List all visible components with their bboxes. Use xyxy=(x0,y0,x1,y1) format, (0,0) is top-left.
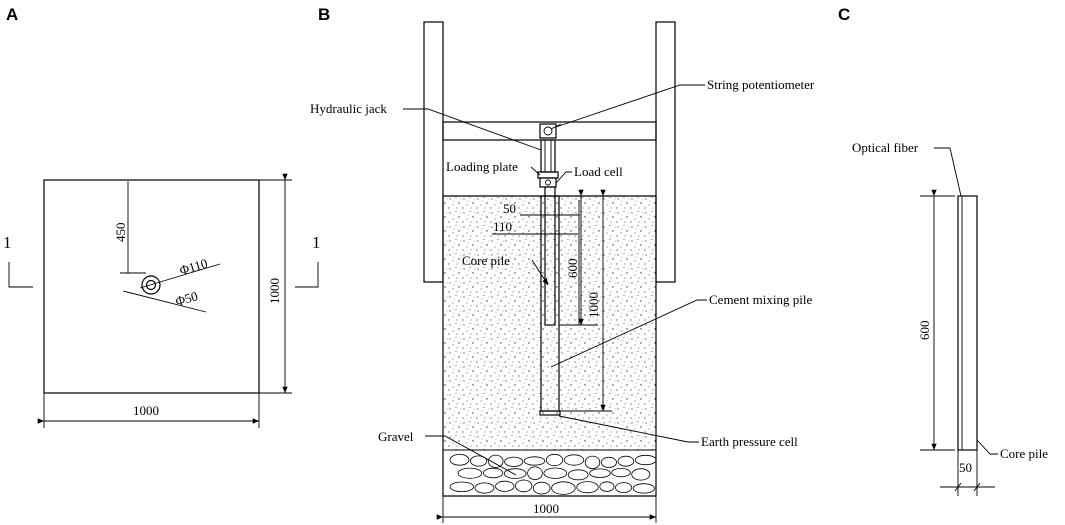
dim-1000-horizontal-text: 1000 xyxy=(533,501,559,516)
gravel-stone xyxy=(449,453,470,466)
tank-plan-outline xyxy=(43,179,260,394)
panel-a-label: A xyxy=(6,5,18,24)
gravel-stone xyxy=(611,467,631,478)
gravel-stone xyxy=(474,482,495,494)
core-pile-c xyxy=(957,195,978,451)
gravel-stone xyxy=(482,467,504,479)
pile-inner-ring xyxy=(145,279,157,291)
panel-c-label: C xyxy=(838,5,850,24)
label-hydraulic-jack: Hydraulic jack xyxy=(310,101,387,116)
dim-phi50-text: Φ50 xyxy=(174,288,200,309)
leader-core-pile-c xyxy=(976,439,998,455)
hydraulic-jack xyxy=(540,139,556,173)
dim-50-text: 50 xyxy=(503,201,516,216)
gravel-stone xyxy=(584,455,601,470)
gravel-stone xyxy=(515,479,533,493)
dim-450-text: 450 xyxy=(113,223,128,243)
panel-b-label: B xyxy=(318,5,330,24)
gravel-stone xyxy=(523,456,546,466)
gravel-stone xyxy=(634,454,657,466)
string-potentiometer-wire xyxy=(550,123,562,130)
loading-plate xyxy=(537,171,559,179)
pile-outer-ring xyxy=(141,275,161,295)
label-loading-plate: Loading plate xyxy=(446,159,518,174)
core-pile xyxy=(544,186,556,326)
leader-cement-mixing-pile xyxy=(550,299,707,368)
label-optical-fiber: Optical fiber xyxy=(852,140,919,155)
load-cell xyxy=(539,177,557,188)
gravel-stone xyxy=(495,480,515,492)
dim-50-c-text: 50 xyxy=(959,460,972,475)
leader-loading-plate xyxy=(530,166,541,176)
gravel-stone xyxy=(589,468,611,478)
gravel-stone xyxy=(632,483,655,494)
label-load-cell: Load cell xyxy=(574,164,623,179)
dim-1000-vertical-text: 1000 xyxy=(586,292,601,318)
gravel-stone xyxy=(457,467,483,479)
gravel-stone xyxy=(567,469,589,481)
dim-width-text: 1000 xyxy=(133,403,159,418)
label-string-potentiometer: String potentiometer xyxy=(707,77,815,92)
dim-50-c-tick-left xyxy=(954,482,962,492)
panel-b: B xyxy=(310,5,815,523)
gravel-stone xyxy=(487,454,504,468)
gravel-stone xyxy=(527,466,543,480)
dim-height-text: 1000 xyxy=(267,278,282,304)
gravel-stone xyxy=(576,481,599,494)
gravel-stone xyxy=(599,481,615,492)
frame-post-right xyxy=(655,21,676,283)
gravel-stone xyxy=(551,481,576,495)
gravel-stone xyxy=(545,453,564,467)
gravel-layer xyxy=(443,450,657,496)
dim-50-c-tick-right xyxy=(973,482,981,492)
gravel-stone xyxy=(532,481,551,495)
leader-string-potentiometer xyxy=(555,84,705,128)
gravel-stone xyxy=(600,456,617,468)
frame-post-left xyxy=(423,21,444,283)
dim-600-text: 600 xyxy=(565,259,580,279)
leader-gravel xyxy=(425,435,517,476)
leader-load-cell xyxy=(555,171,572,184)
gravel-stone xyxy=(449,481,475,493)
panel-c: C 600 Optical fiber Core pile 50 xyxy=(838,5,1048,496)
string-potentiometer-box xyxy=(539,123,557,139)
dim-phi110-leader xyxy=(139,263,221,289)
label-cement-mixing-pile: Cement mixing pile xyxy=(709,292,812,307)
panel-a: A 450 Φ110 Φ50 1000 1000 1 1 xyxy=(3,5,321,428)
section-marker-left xyxy=(8,262,33,288)
reaction-beam xyxy=(442,121,657,141)
leader-core-pile xyxy=(531,259,549,286)
section-marker-right xyxy=(295,262,319,288)
load-cell-icon xyxy=(545,179,551,186)
dim-600-c-text: 600 xyxy=(917,321,932,341)
dim-phi50-leader xyxy=(122,290,207,313)
gravel-stone xyxy=(563,454,585,466)
gravel-stone xyxy=(543,467,568,479)
string-potentiometer-icon xyxy=(543,126,553,136)
label-core-pile-c: Core pile xyxy=(1000,446,1048,461)
gravel-stone xyxy=(615,482,633,494)
label-core-pile: Core pile xyxy=(462,253,510,268)
label-earth-pressure-cell: Earth pressure cell xyxy=(701,434,798,449)
section-label-left: 1 xyxy=(3,233,12,252)
label-gravel: Gravel xyxy=(378,429,414,444)
leader-optical-fiber xyxy=(934,147,962,197)
section-label-right: 1 xyxy=(312,233,321,252)
gravel-stone xyxy=(631,468,651,481)
gravel-stone xyxy=(504,456,524,467)
leader-hydraulic-jack xyxy=(403,108,542,151)
gravel-stone xyxy=(617,455,635,467)
soil-fill xyxy=(443,196,656,450)
leader-earth-pressure-cell xyxy=(558,415,699,443)
dim-110-text: 110 xyxy=(493,219,512,234)
dim-phi110-text: Φ110 xyxy=(178,256,210,278)
earth-pressure-cell xyxy=(539,410,561,416)
gravel-stone xyxy=(469,455,488,467)
